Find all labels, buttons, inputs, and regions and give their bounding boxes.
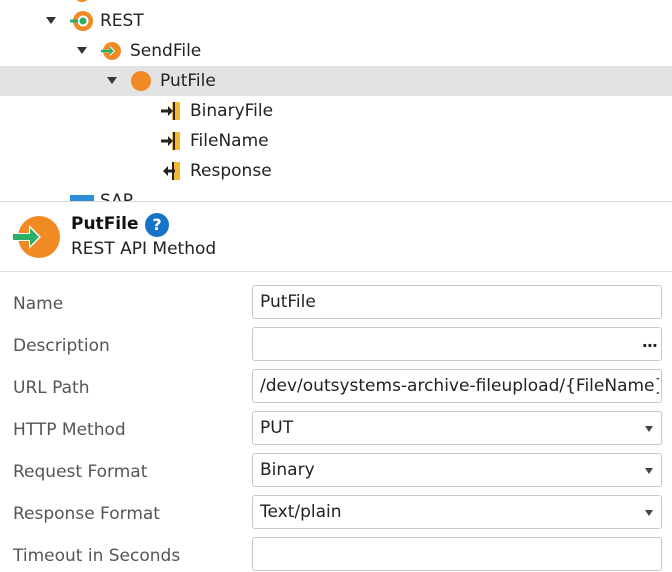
timeout-input[interactable] — [252, 537, 662, 571]
tree-item-partial-icon — [76, 0, 88, 2]
property-label: Timeout in Seconds — [13, 546, 181, 566]
expand-arrow-icon[interactable] — [107, 77, 117, 84]
property-http-method: HTTP Method PUT — [0, 409, 672, 451]
property-response-format: Response Format Text/plain — [0, 493, 672, 535]
property-description: Description ... — [0, 325, 672, 367]
http-method-select[interactable]: PUT — [252, 411, 662, 445]
name-input[interactable]: PutFile — [252, 285, 662, 319]
rest-integration-icon — [70, 11, 93, 31]
url-path-value: /dev/outsystems-archive-fileupload/{File… — [260, 376, 659, 396]
element-title: PutFile — [71, 214, 139, 234]
property-timeout: Timeout in Seconds — [0, 535, 672, 572]
property-label: Response Format — [13, 504, 160, 524]
tree-view: REST SendFile PutFile BinaryFile — [0, 0, 672, 202]
tree-item-response[interactable]: Response — [0, 156, 672, 186]
property-label: Description — [13, 336, 110, 356]
rest-method-large-icon — [13, 216, 60, 258]
tree-item-label: BinaryFile — [190, 101, 274, 121]
property-label: Request Format — [13, 462, 148, 482]
input-parameter-icon — [161, 102, 180, 120]
request-format-select[interactable]: Binary — [252, 453, 662, 487]
panel-divider[interactable] — [0, 201, 672, 202]
chevron-down-icon[interactable] — [645, 510, 653, 516]
output-parameter-icon — [163, 162, 180, 180]
property-url-path: URL Path /dev/outsystems-archive-fileupl… — [0, 367, 672, 409]
property-label: HTTP Method — [13, 420, 126, 440]
expand-arrow-icon[interactable] — [46, 17, 56, 24]
help-icon[interactable]: ? — [145, 213, 169, 237]
tree-item-label: FileName — [190, 131, 269, 151]
tree-item-label: SAP — [100, 191, 133, 202]
tree-item-label: SendFile — [130, 41, 202, 61]
tree-item-binaryfile[interactable]: BinaryFile — [0, 96, 672, 126]
request-format-value: Binary — [260, 460, 315, 480]
tree-item-putfile[interactable]: PutFile — [0, 66, 672, 96]
tree-item-sendfile[interactable]: SendFile — [0, 36, 672, 66]
tree-item-label: PutFile — [160, 71, 216, 91]
tree-item-filename[interactable]: FileName — [0, 126, 672, 156]
more-button[interactable]: ... — [641, 332, 658, 351]
expand-arrow-icon[interactable] — [77, 47, 87, 54]
header-divider — [0, 271, 672, 272]
chevron-down-icon[interactable] — [645, 468, 653, 474]
element-type: REST API Method — [71, 239, 217, 259]
property-request-format: Request Format Binary — [0, 451, 672, 493]
response-format-value: Text/plain — [260, 502, 342, 522]
rest-method-icon — [131, 71, 151, 91]
response-format-select[interactable]: Text/plain — [252, 495, 662, 529]
description-input[interactable]: ... — [252, 327, 662, 361]
rest-api-icon — [101, 42, 121, 60]
http-method-value: PUT — [260, 418, 294, 438]
property-label: URL Path — [13, 378, 90, 398]
properties-header: PutFile ? REST API Method — [0, 202, 672, 272]
chevron-down-icon[interactable] — [645, 426, 653, 432]
property-name: Name PutFile — [0, 283, 672, 325]
input-parameter-icon — [161, 132, 180, 150]
tree-item-label: Response — [190, 161, 272, 181]
url-path-input[interactable]: /dev/outsystems-archive-fileupload/{File… — [252, 369, 662, 403]
tree-item-label: REST — [100, 11, 144, 31]
tree-item-rest[interactable]: REST — [0, 6, 672, 36]
property-label: Name — [13, 294, 64, 314]
name-value: PutFile — [260, 292, 316, 312]
sap-icon — [70, 195, 94, 202]
